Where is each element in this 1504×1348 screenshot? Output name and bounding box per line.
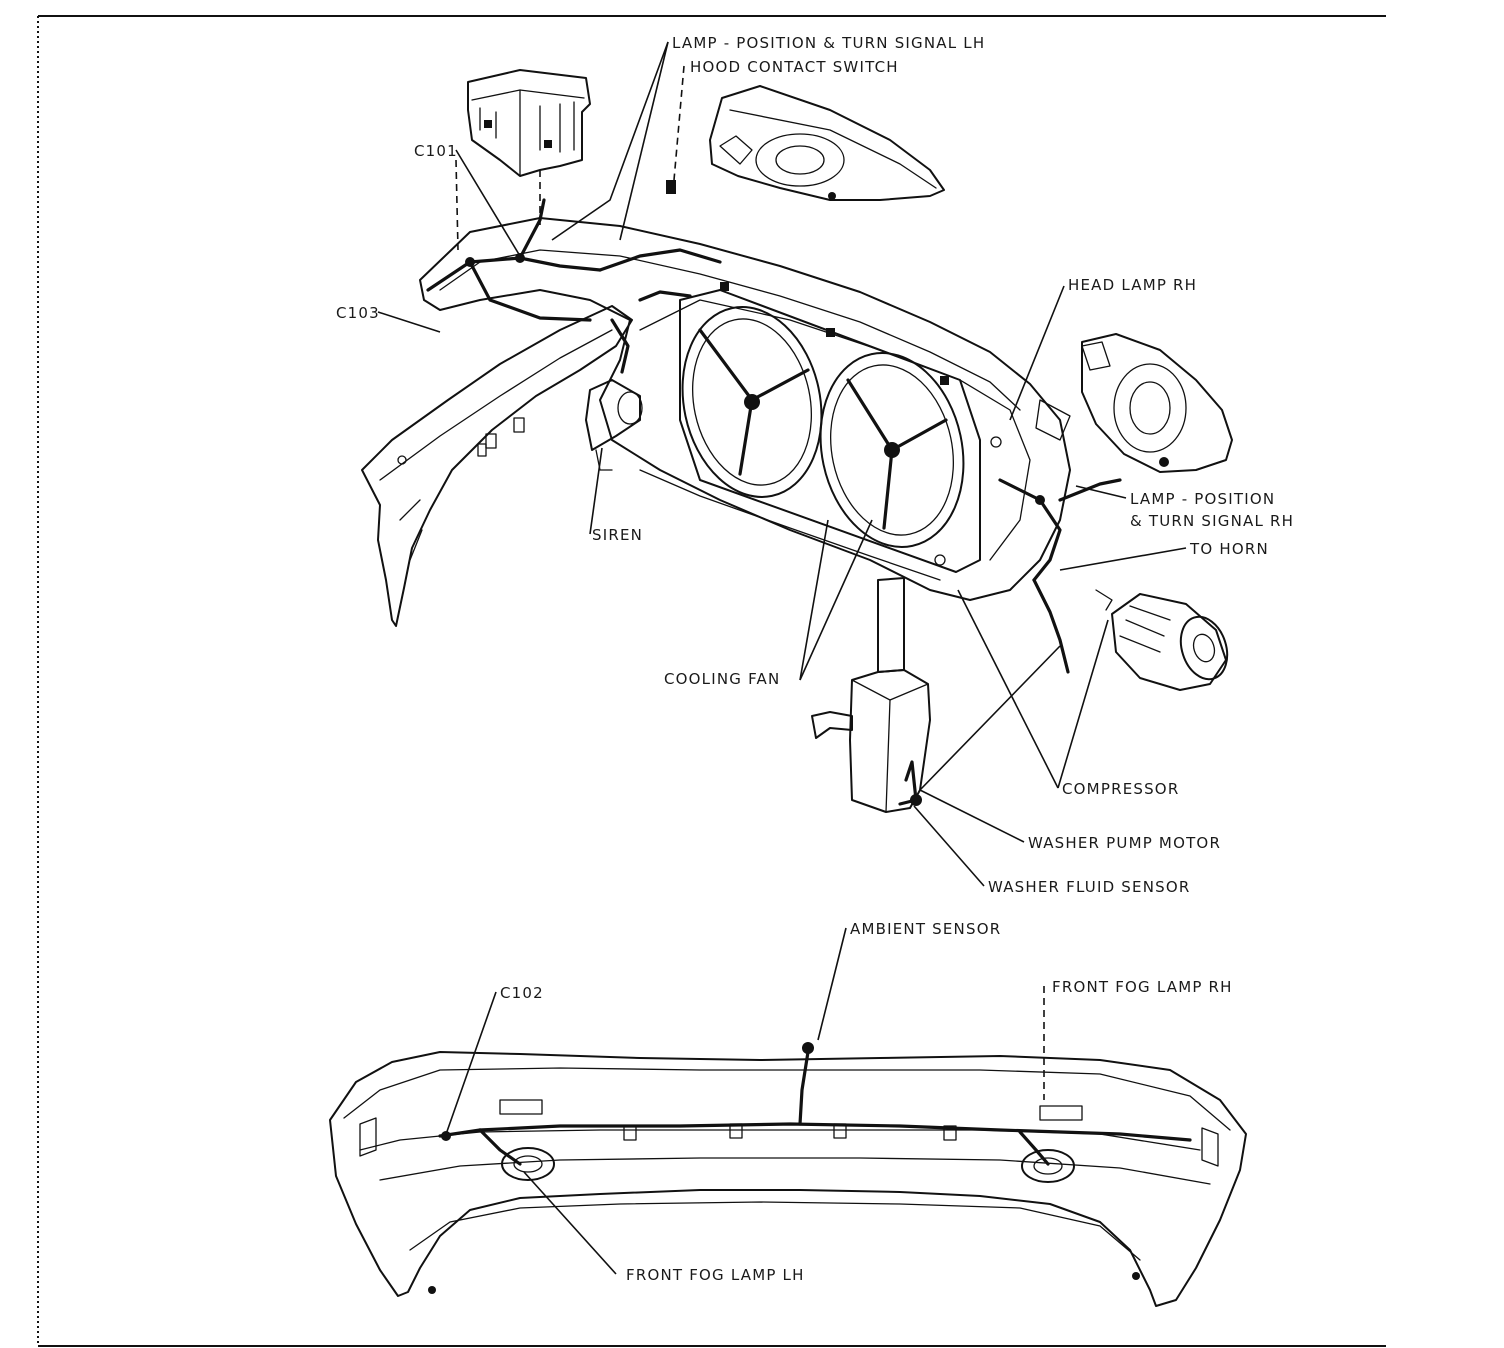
head-lamp-rh — [1035, 333, 1233, 473]
label-ambient-sensor: AMBIENT SENSOR — [850, 920, 1001, 938]
front-bumper — [329, 1051, 1247, 1307]
label-front-fog-lamp-rh: FRONT FOG LAMP RH — [1052, 978, 1233, 996]
label-c101: C101 — [414, 142, 458, 160]
label-lamp-position-rh-line1: LAMP - POSITION — [1130, 490, 1275, 508]
label-front-fog-lamp-lh: FRONT FOG LAMP LH — [626, 1266, 805, 1284]
callout-labels: LAMP - POSITION & TURN SIGNAL LH HOOD CO… — [336, 34, 1294, 1284]
label-compressor: COMPRESSOR — [1062, 780, 1179, 798]
engine-harness — [426, 198, 1122, 674]
label-washer-pump-motor: WASHER PUMP MOTOR — [1028, 834, 1221, 852]
fender-apron-lh — [361, 305, 633, 627]
siren — [585, 379, 643, 471]
label-c103: C103 — [336, 304, 380, 322]
leader-lines — [377, 41, 1187, 1275]
bumper-harness — [438, 1042, 1192, 1166]
head-lamp-lh — [666, 85, 945, 201]
label-hood-contact-switch: HOOD CONTACT SWITCH — [690, 58, 899, 76]
label-washer-fluid-sensor: WASHER FLUID SENSOR — [988, 878, 1190, 896]
label-lamp-position-rh-line2: & TURN SIGNAL RH — [1130, 512, 1294, 530]
page-frame — [37, 15, 1386, 1347]
ac-compressor — [1095, 589, 1229, 691]
label-head-lamp-rh: HEAD LAMP RH — [1068, 276, 1197, 294]
fuse-box — [467, 69, 591, 177]
label-siren: SIREN — [592, 526, 643, 544]
radiator-support — [419, 217, 1071, 601]
cooling-fan-assembly — [679, 289, 981, 573]
label-lamp-position-turn-signal-lh: LAMP - POSITION & TURN SIGNAL LH — [672, 34, 985, 52]
label-cooling-fan: COOLING FAN — [664, 670, 780, 688]
label-c102: C102 — [500, 984, 544, 1002]
label-to-horn: TO HORN — [1189, 540, 1269, 558]
